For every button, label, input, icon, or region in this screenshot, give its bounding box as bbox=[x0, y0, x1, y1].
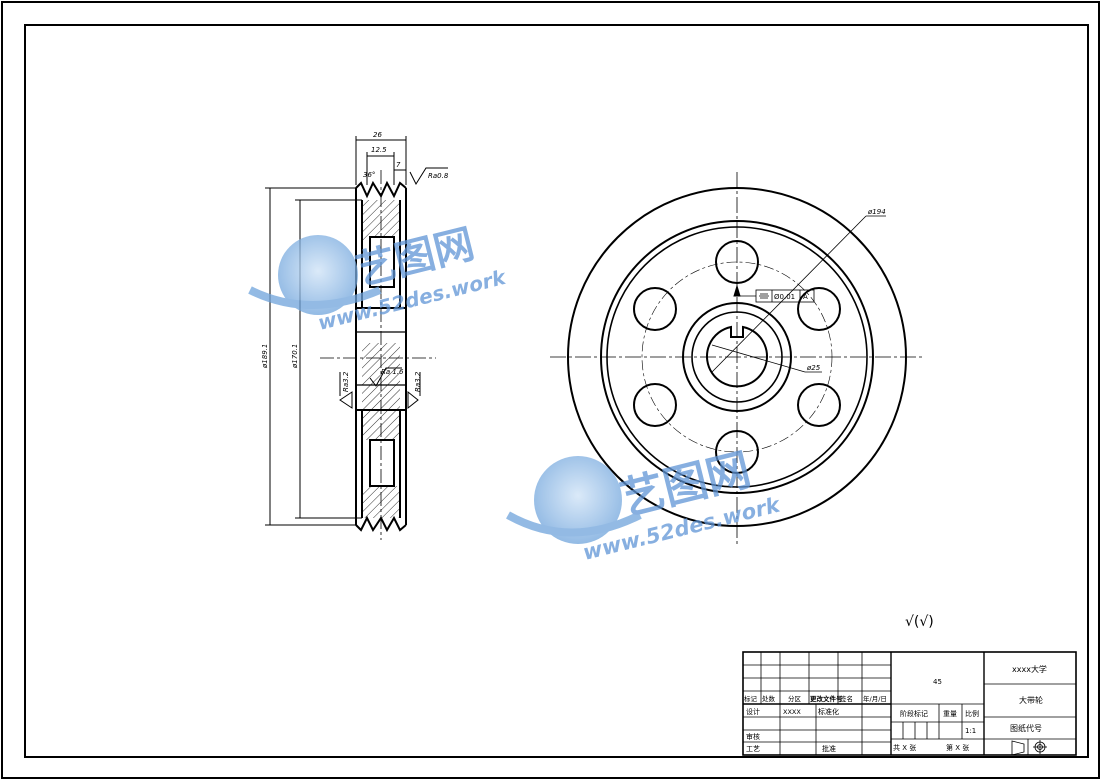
watermark-globe-icon bbox=[278, 235, 358, 315]
sheets-total: 共 X 张 bbox=[893, 743, 916, 752]
review-label: 审核 bbox=[746, 732, 760, 741]
scale-label: 比例 bbox=[965, 709, 979, 718]
weight-label: 重量 bbox=[943, 710, 957, 718]
front-view-labels: ø194 ø25 Ø0.01 A bbox=[774, 208, 886, 372]
dim-width: 26 bbox=[373, 131, 382, 139]
watermark-upper: 艺图网 www.52des.work bbox=[248, 221, 509, 335]
rev-header-count: 处数 bbox=[762, 694, 776, 703]
scale-value: 1:1 bbox=[965, 727, 976, 735]
rev-header-zone: 分区 bbox=[788, 694, 802, 703]
rev-header-sign: 签名 bbox=[840, 694, 853, 703]
inner-frame bbox=[24, 24, 1089, 758]
projection-symbol-icon bbox=[1011, 740, 1025, 756]
side-view bbox=[265, 136, 448, 540]
approve-label: 批准 bbox=[822, 744, 836, 753]
roughness-bore: Ra 1.6 bbox=[381, 368, 404, 376]
title-block bbox=[742, 651, 1077, 756]
datum-label: A bbox=[803, 293, 808, 301]
dim-bore: ø25 bbox=[806, 364, 821, 372]
rev-header-mark: 标记 bbox=[744, 694, 758, 703]
rev-header-docno: 更改文件号 bbox=[810, 694, 843, 703]
design-label: 设计 bbox=[746, 707, 760, 716]
sheet-current: 第 X 张 bbox=[946, 743, 969, 752]
watermark-lower: 艺图网 www.52des.work bbox=[506, 444, 784, 565]
designer-name: XXXX bbox=[783, 708, 801, 716]
side-view-labels: 26 12.5 7 36° Ra0.8 ø189.1 ø170.1 Ra 1.6… bbox=[261, 131, 449, 392]
dim-outer-front: ø194 bbox=[867, 208, 886, 216]
part-name: 大带轮 bbox=[1019, 695, 1043, 705]
dim-inner-dia: ø170.1 bbox=[291, 344, 299, 369]
front-view bbox=[550, 172, 925, 545]
dim-groove-angle: 36° bbox=[363, 171, 375, 179]
bore-keyway bbox=[706, 325, 768, 388]
stage-label: 阶段标记 bbox=[900, 709, 928, 718]
dim-outer-dia: ø189.1 bbox=[261, 344, 269, 369]
dim-groove-offset: 7 bbox=[396, 161, 401, 169]
surface-note: √(√) bbox=[905, 614, 934, 630]
standardize-label: 标准化 bbox=[818, 707, 839, 716]
tolerance-value: Ø0.01 bbox=[774, 293, 795, 301]
drawing-no-label: 图纸代号 bbox=[1010, 723, 1042, 733]
process-label: 工艺 bbox=[746, 745, 760, 753]
watermark-globe-icon bbox=[534, 456, 622, 544]
roughness-top: Ra0.8 bbox=[428, 172, 449, 180]
material: 45 bbox=[933, 678, 942, 686]
roughness-hub-left: Ra3.2 bbox=[342, 371, 350, 392]
section-hatch-mid bbox=[362, 343, 400, 440]
dim-groove-pitch: 12.5 bbox=[371, 146, 387, 154]
rev-header-date: 年/月/日 bbox=[863, 694, 887, 703]
school-name: xxxx大学 bbox=[1012, 664, 1047, 674]
roughness-hub-right: Ra3.2 bbox=[414, 371, 422, 392]
title-block-text: 45 xxxx大学 大带轮 图纸代号 标记 处数 分区 更改文件号 签名 年/月… bbox=[744, 664, 1047, 753]
